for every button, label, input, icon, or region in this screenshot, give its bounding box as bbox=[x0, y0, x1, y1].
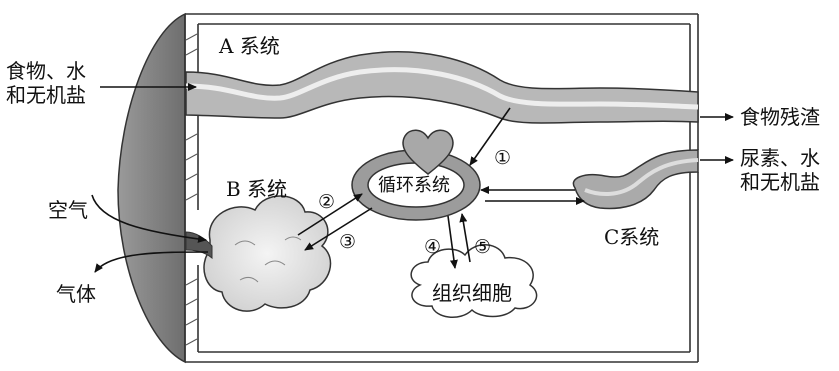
heart-icon bbox=[402, 129, 454, 175]
urinary-duct-inner bbox=[584, 158, 699, 196]
air-label: 空气 bbox=[48, 198, 88, 222]
body-left-side bbox=[117, 12, 186, 364]
digestive-tract bbox=[185, 51, 699, 124]
output-label-line1: 尿素、水 bbox=[740, 146, 820, 170]
tissue-cells-label: 组织细胞 bbox=[432, 281, 512, 305]
step-1: ① bbox=[494, 147, 512, 169]
input-label-line2: 和无机盐 bbox=[6, 83, 86, 107]
body-frame bbox=[184, 13, 699, 363]
system-c-label: C系统 bbox=[604, 225, 660, 249]
step-4: ④ bbox=[424, 236, 442, 258]
digestive-tract-inner bbox=[185, 67, 699, 110]
lung-texture bbox=[234, 236, 302, 283]
system-a-label: A 系统 bbox=[219, 34, 280, 58]
trachea bbox=[185, 231, 213, 260]
step-2: ② bbox=[318, 191, 336, 213]
system-b-label: B 系统 bbox=[226, 177, 288, 201]
tissue-cloud bbox=[410, 244, 538, 318]
urinary-duct bbox=[572, 149, 699, 210]
output-label-line2: 和无机盐 bbox=[740, 170, 820, 194]
left-wall-hatch bbox=[185, 33, 198, 346]
residue-label: 食物残渣 bbox=[740, 105, 820, 129]
input-label-line1: 食物、水 bbox=[6, 59, 86, 83]
step-3: ③ bbox=[339, 231, 357, 253]
lung bbox=[203, 195, 332, 312]
arrows bbox=[91, 83, 734, 273]
step-5: ⑤ bbox=[474, 236, 492, 258]
gas-label: 气体 bbox=[56, 282, 96, 306]
circulation-label: 循环系统 bbox=[378, 175, 450, 196]
